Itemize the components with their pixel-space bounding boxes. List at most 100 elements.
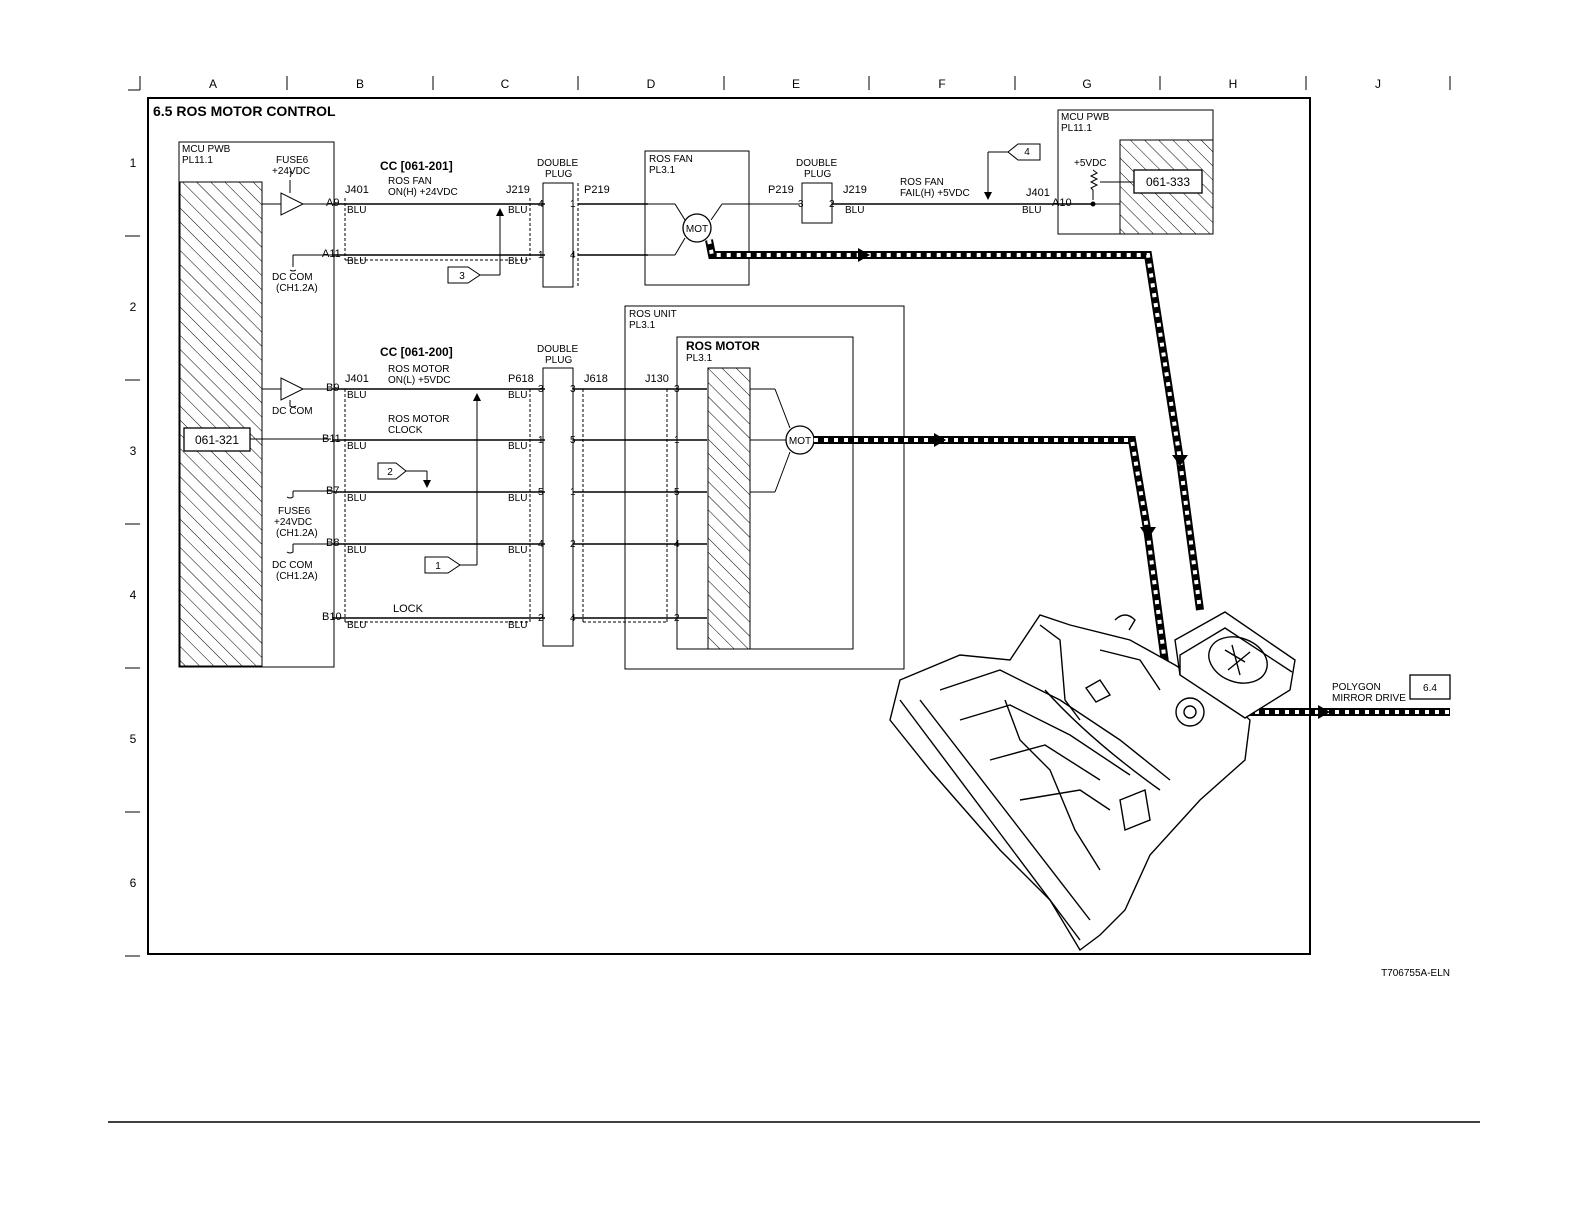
svg-text:+24VDC: +24VDC — [272, 166, 310, 177]
svg-text:CC [061-201]: CC [061-201] — [380, 159, 453, 173]
svg-text:BLU: BLU — [347, 441, 366, 452]
flag-2: 2 — [377, 462, 407, 480]
svg-text:A11: A11 — [322, 248, 341, 260]
svg-text:1: 1 — [538, 250, 544, 261]
svg-text:ROS UNIT: ROS UNIT — [629, 309, 677, 320]
svg-text:BLU: BLU — [347, 256, 366, 267]
svg-text:(CH1.2A): (CH1.2A) — [276, 571, 318, 582]
ros-unit-illustration — [889, 611, 1296, 952]
svg-text:J219: J219 — [506, 184, 530, 196]
svg-text:CC [061-200]: CC [061-200] — [380, 345, 453, 359]
row-ruler: 1 2 3 4 5 6 — [125, 156, 140, 957]
polygon-mirror-ref: POLYGON MIRROR DRIVE 6.4 — [1332, 674, 1451, 704]
svg-text:J130: J130 — [645, 373, 669, 385]
svg-text:P618: P618 — [508, 373, 534, 385]
svg-text:MOT: MOT — [686, 224, 708, 235]
svg-text:PL3.1: PL3.1 — [649, 165, 676, 176]
svg-text:4: 4 — [1024, 147, 1030, 158]
svg-text:MCU PWB: MCU PWB — [182, 144, 231, 155]
svg-text:LOCK: LOCK — [393, 603, 424, 615]
svg-text:B11: B11 — [322, 433, 341, 445]
svg-text:J401: J401 — [345, 184, 369, 196]
svg-text:ON(H) +24VDC: ON(H) +24VDC — [388, 187, 458, 198]
svg-text:+5VDC: +5VDC — [1074, 158, 1107, 169]
svg-text:(CH1.2A): (CH1.2A) — [276, 283, 318, 294]
svg-text:ROS FAN: ROS FAN — [388, 176, 432, 187]
svg-text:4: 4 — [570, 250, 576, 261]
svg-text:ROS MOTOR: ROS MOTOR — [686, 339, 760, 353]
svg-text:BLU: BLU — [845, 205, 864, 216]
svg-text:PLUG: PLUG — [545, 355, 572, 366]
svg-text:BLU: BLU — [347, 545, 366, 556]
svg-text:J401: J401 — [1026, 187, 1050, 199]
mcu-pwb-right: MCU PWB PL11.1 +5VDC 061-333 — [1057, 109, 1214, 235]
polygon-motor — [1175, 697, 1205, 727]
svg-text:BLU: BLU — [1022, 205, 1041, 216]
svg-text:BLU: BLU — [347, 390, 366, 401]
svg-text:FUSE6: FUSE6 — [276, 155, 309, 166]
svg-text:ROS MOTOR: ROS MOTOR — [388, 364, 449, 375]
svg-text:1: 1 — [570, 199, 576, 210]
svg-text:DC COM: DC COM — [272, 406, 313, 417]
svg-text:2: 2 — [538, 613, 544, 624]
svg-text:3: 3 — [538, 384, 544, 395]
row-5: 5 — [130, 732, 137, 746]
diagram-frame — [147, 97, 1311, 955]
svg-text:BLU: BLU — [347, 205, 366, 216]
svg-text:PLUG: PLUG — [804, 169, 831, 180]
figure-id: T706755A-ELN — [1381, 968, 1450, 979]
svg-text:4: 4 — [538, 199, 544, 210]
svg-text:BLU: BLU — [347, 493, 366, 504]
svg-text:5: 5 — [538, 487, 544, 498]
svg-text:POLYGON: POLYGON — [1332, 682, 1381, 693]
svg-text:P219: P219 — [584, 184, 610, 196]
svg-text:PL11.1: PL11.1 — [182, 155, 213, 166]
svg-text:PLUG: PLUG — [545, 169, 572, 180]
svg-text:3: 3 — [459, 271, 465, 282]
fault-code-061-333 — [1133, 169, 1203, 194]
col-h: H — [1229, 77, 1238, 91]
svg-text:CLOCK: CLOCK — [388, 425, 423, 436]
svg-text:BLU: BLU — [347, 620, 366, 631]
row-3: 3 — [130, 444, 137, 458]
col-d: D — [647, 77, 656, 91]
svg-text:1: 1 — [435, 561, 441, 572]
svg-text:PL3.1: PL3.1 — [629, 320, 656, 331]
flag-4: 4 — [1007, 143, 1041, 161]
svg-text:MIRROR DRIVE: MIRROR DRIVE — [1332, 693, 1406, 704]
svg-text:A10: A10 — [1052, 197, 1072, 209]
column-ruler: A B C D E F G H J — [128, 76, 1451, 91]
col-g: G — [1082, 77, 1091, 91]
svg-text:DC COM: DC COM — [272, 272, 313, 283]
svg-text:FUSE6: FUSE6 — [278, 506, 311, 517]
svg-text:ROS MOTOR: ROS MOTOR — [388, 414, 449, 425]
ros-unit — [624, 305, 905, 670]
col-a: A — [209, 77, 217, 91]
row-1: 1 — [130, 156, 137, 170]
svg-text:PL11.1: PL11.1 — [1061, 123, 1092, 134]
svg-text:BLU: BLU — [508, 545, 527, 556]
page-title: 6.5 ROS MOTOR CONTROL — [153, 103, 336, 119]
flag-3: 3 — [447, 208, 504, 284]
svg-text:FAIL(H) +5VDC: FAIL(H) +5VDC — [900, 188, 970, 199]
row-6: 6 — [130, 876, 137, 890]
svg-text:MOT: MOT — [789, 436, 811, 447]
svg-text:BLU: BLU — [508, 441, 527, 452]
svg-text:BLU: BLU — [508, 256, 527, 267]
fan-circuit: FUSE6 +24VDC A9 A11 DC COM (CH1.2A) CC [… — [262, 150, 1093, 294]
svg-text:J401: J401 — [345, 373, 369, 385]
col-j: J — [1375, 77, 1381, 91]
col-f: F — [938, 77, 945, 91]
svg-text:A9: A9 — [326, 197, 339, 209]
svg-text:PL3.1: PL3.1 — [686, 353, 713, 364]
svg-text:B8: B8 — [326, 537, 339, 549]
row-2: 2 — [130, 300, 137, 314]
ref-6-4 — [1409, 674, 1451, 700]
col-c: C — [501, 77, 510, 91]
svg-text:ON(L) +5VDC: ON(L) +5VDC — [388, 375, 451, 386]
svg-text:(CH1.2A): (CH1.2A) — [276, 528, 318, 539]
mcu-pwb-left: MCU PWB PL11.1 061-321 — [178, 141, 335, 668]
svg-text:4: 4 — [538, 539, 544, 550]
motor-circuit: CC [061-200] ROS MOTOR ON(L) +5VDC J401 … — [262, 305, 905, 670]
svg-text:3: 3 — [798, 199, 804, 210]
